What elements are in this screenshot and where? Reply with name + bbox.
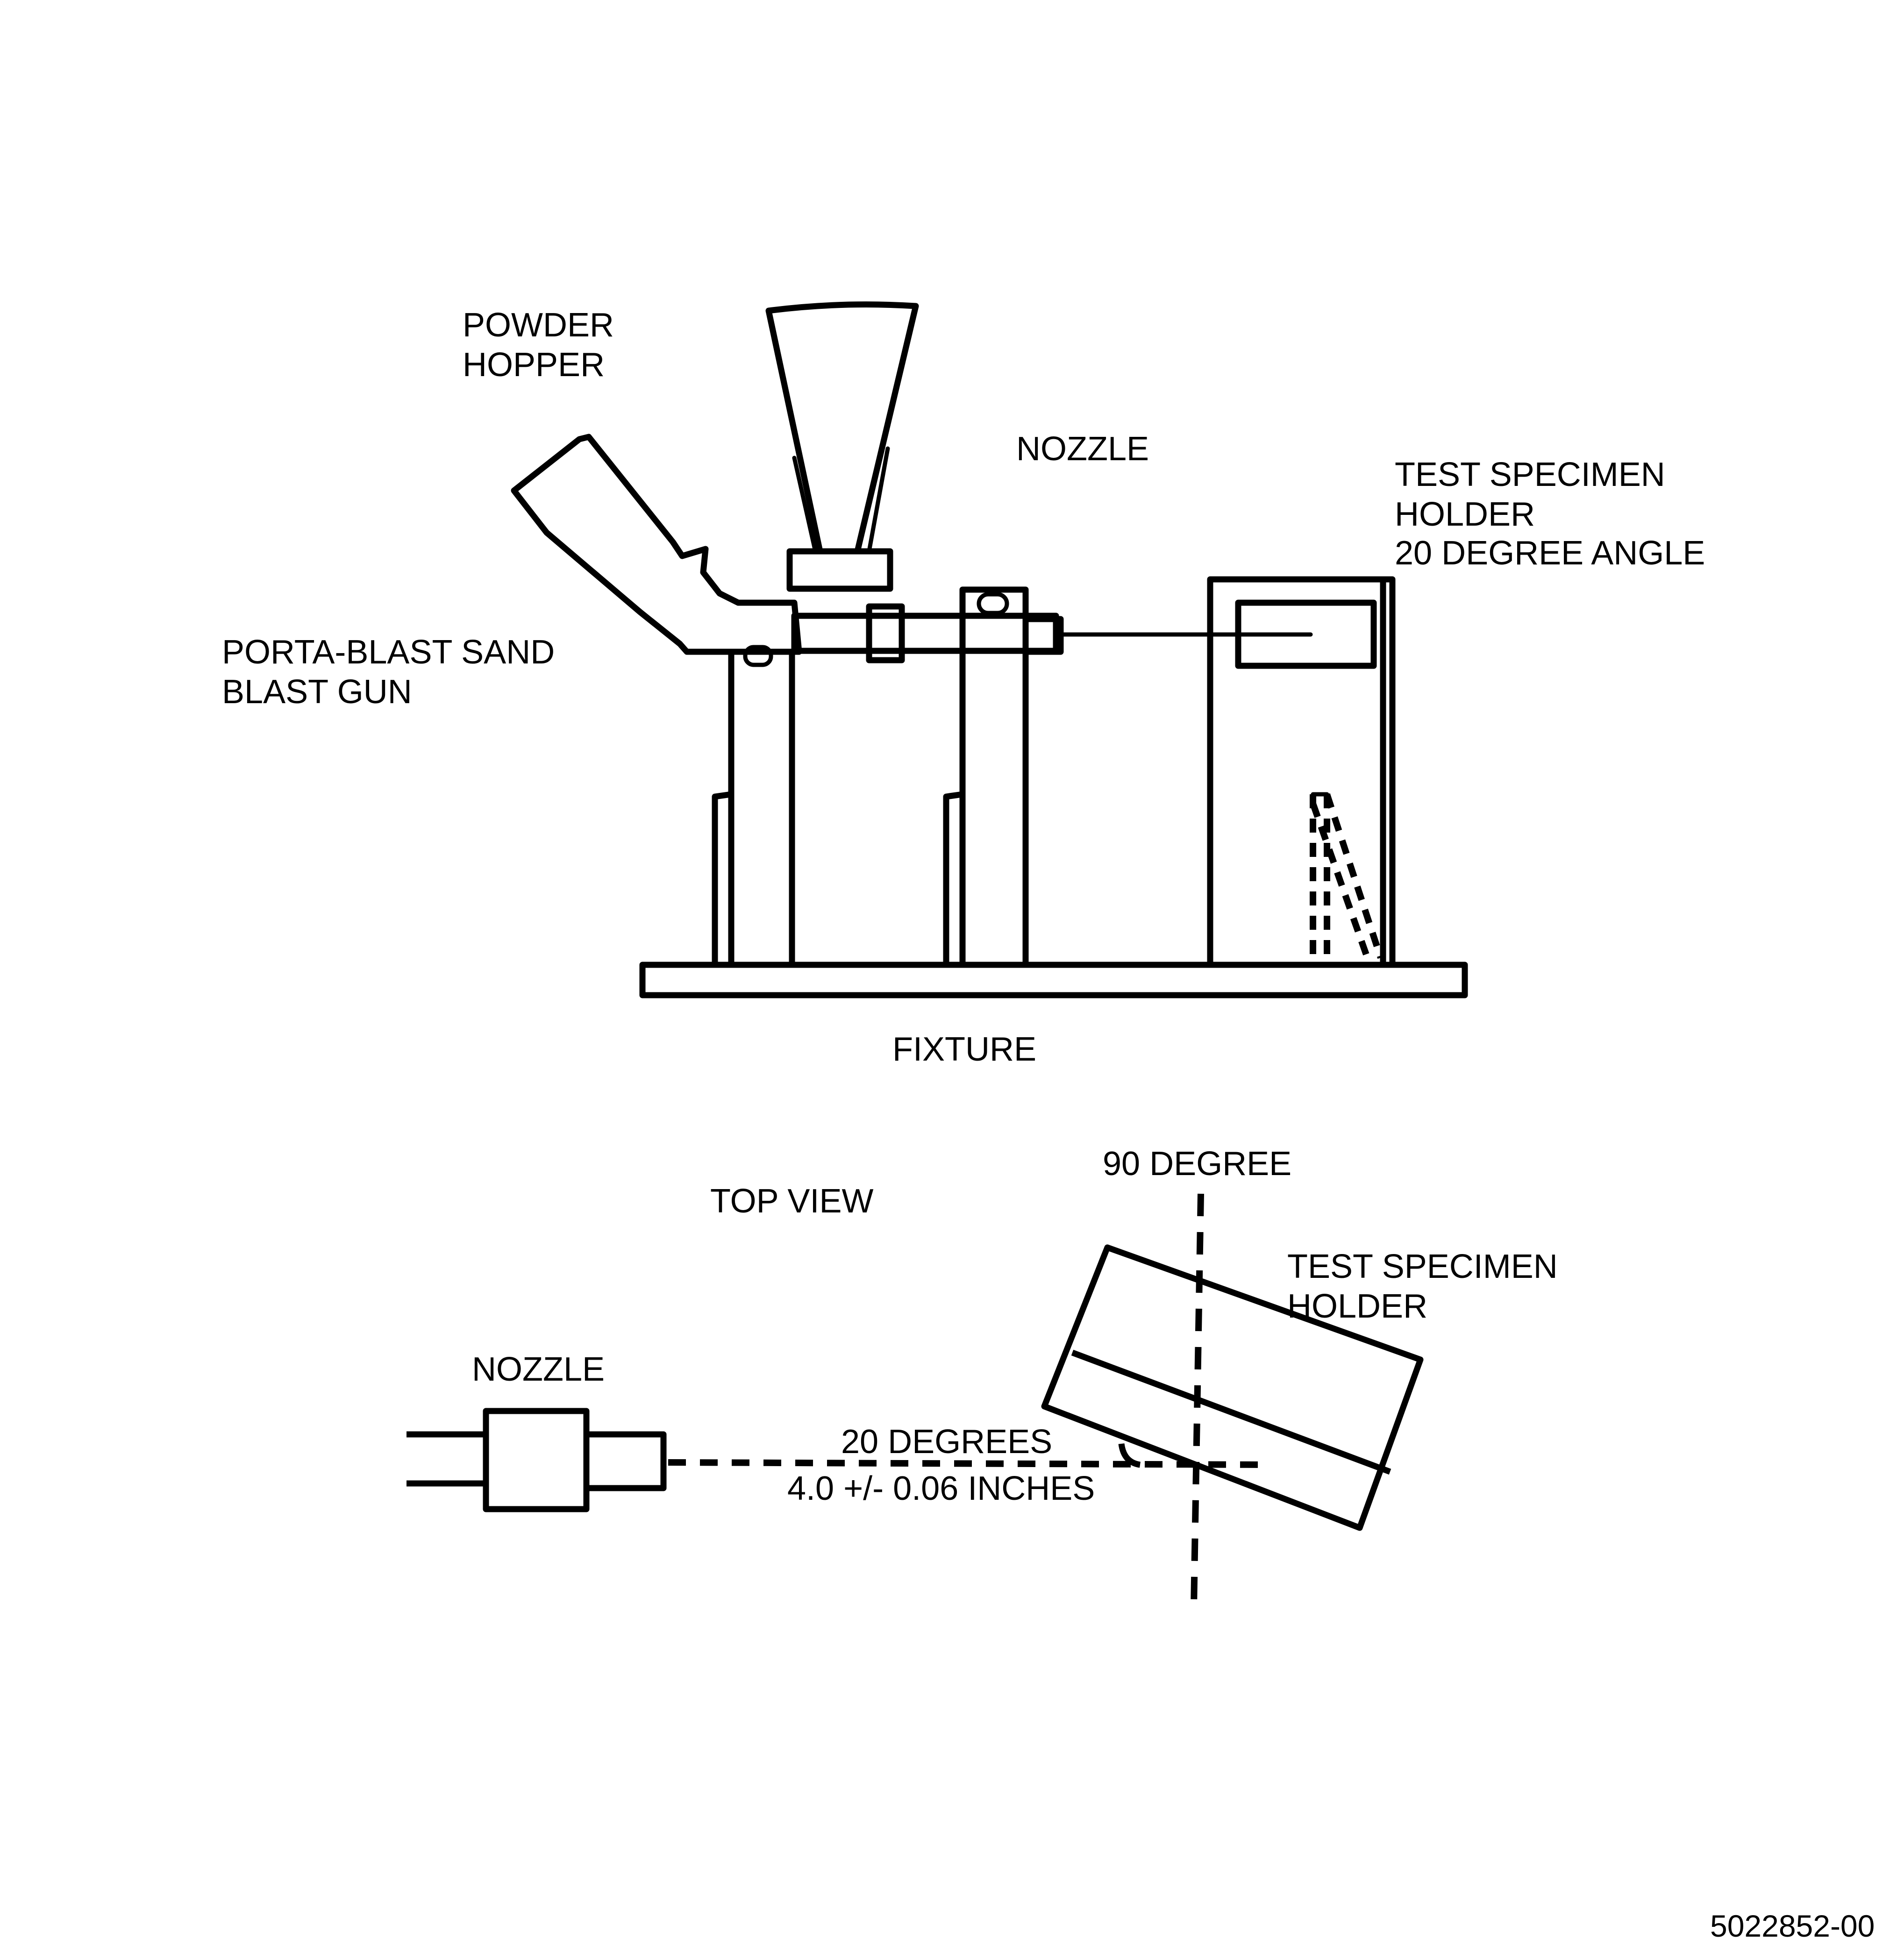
sand-blast-gun bbox=[511, 434, 802, 655]
gun-barrel bbox=[791, 613, 1059, 654]
nozzle-centerline bbox=[668, 1459, 1271, 1468]
gun-label-line1: PORTA-BLAST SAND bbox=[222, 634, 555, 671]
angle-arc bbox=[1118, 1443, 1141, 1468]
nozzle-top-label: NOZZLE bbox=[472, 1351, 605, 1388]
nozzle-label-side: NOZZLE bbox=[1016, 430, 1149, 468]
holder-top-label-line2: HOLDER bbox=[1287, 1288, 1427, 1325]
powder-hopper-label-line2: HOPPER bbox=[463, 346, 605, 384]
test-specimen-holder-top bbox=[1041, 1244, 1424, 1531]
powder-hopper bbox=[765, 301, 919, 592]
nozzle-support bbox=[943, 586, 1029, 968]
gun-label-line2: BLAST GUN bbox=[222, 673, 412, 711]
side-view: POWDER HOPPER NOZZLE TEST SPECIMEN HOLDE… bbox=[222, 301, 1705, 1068]
nozzle-top-view bbox=[407, 1408, 667, 1512]
nozzle-body bbox=[866, 603, 905, 663]
fixture-label: FIXTURE bbox=[892, 1031, 1036, 1068]
powder-hopper-label-line1: POWDER bbox=[463, 306, 614, 344]
holder-label-line2: HOLDER bbox=[1395, 496, 1535, 533]
top-view-title: TOP VIEW bbox=[710, 1183, 873, 1220]
figure-id: 5022852-00 bbox=[1710, 1909, 1875, 1943]
fixture-base-plate bbox=[639, 962, 1468, 998]
holder-label-line3: 20 DEGREE ANGLE bbox=[1395, 535, 1705, 572]
distance-label: 4.0 +/- 0.06 INCHES bbox=[787, 1470, 1095, 1507]
angle-label: 20 DEGREES bbox=[841, 1423, 1052, 1461]
test-specimen-holder-side bbox=[1207, 576, 1396, 968]
holder-top-label-line1: TEST SPECIMEN bbox=[1287, 1248, 1558, 1285]
ninety-degree-label: 90 DEGREE bbox=[1103, 1145, 1291, 1183]
gun-support bbox=[712, 645, 795, 968]
holder-label-line1: TEST SPECIMEN bbox=[1395, 456, 1665, 493]
top-view: TOP VIEW 90 DEGREE TEST SPECIMEN HOLDER … bbox=[407, 1145, 1558, 1608]
